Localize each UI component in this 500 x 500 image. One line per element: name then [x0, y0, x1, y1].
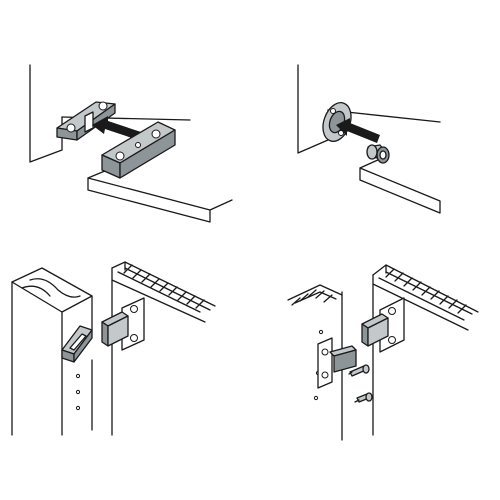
panel-top-right-step [297, 64, 441, 214]
dowel-pin-icon [366, 144, 390, 164]
hinge-bracket-icon [101, 297, 145, 351]
panel-bottom-left-step [11, 261, 216, 436]
connector-block-icon [101, 121, 176, 179]
frame-icon [111, 261, 216, 436]
screw-icon [348, 364, 370, 377]
hinge-bracket-icon [361, 297, 405, 353]
cabinet-bottom-board [87, 167, 233, 223]
frame-icon [372, 264, 479, 436]
hinge-bracket-icon [61, 325, 93, 363]
cabinet-side-wall [297, 64, 441, 154]
door-panel-icon [11, 267, 93, 436]
disc-fitting-icon [322, 102, 352, 142]
cabinet-bottom-board [359, 158, 441, 214]
panel-bottom-right-step [287, 264, 479, 441]
insert-arrow-icon [336, 118, 380, 143]
hinge-bracket-icon [317, 337, 357, 389]
panel-top-left-step [29, 64, 233, 223]
mounting-plate-icon [56, 101, 116, 141]
screw-icon [354, 392, 373, 403]
